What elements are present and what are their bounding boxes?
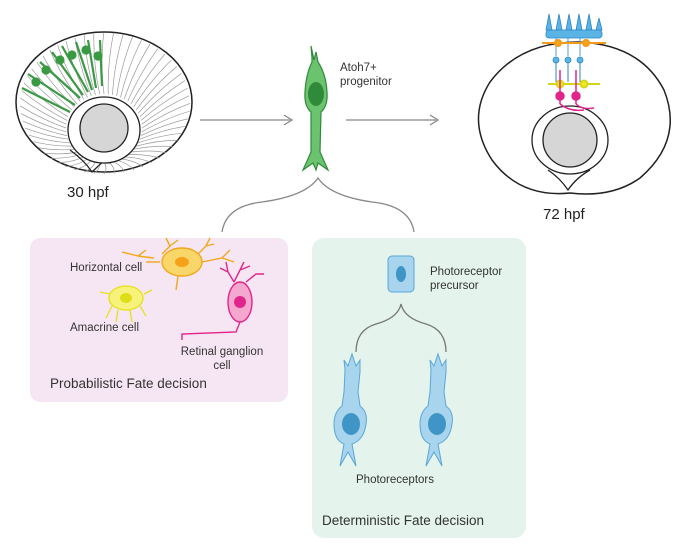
- neuroepithelium-strand: [139, 77, 190, 118]
- neuroepithelium-strand: [141, 109, 190, 133]
- photoreceptor-left: [333, 352, 367, 467]
- atoh7-progenitor-cell: [301, 45, 330, 172]
- neuroepithelium-strand: [116, 33, 135, 96]
- neuroepithelium-strand: [93, 33, 101, 95]
- neuroepithelium-strand: [20, 101, 67, 129]
- neuroepithelium-strand: [127, 45, 161, 102]
- horizontal-layer: [542, 39, 606, 47]
- neuroepithelium-strand: [140, 117, 190, 136]
- neuroepithelium-strand: [20, 93, 67, 125]
- neuroepithelium-strand: [136, 139, 181, 147]
- ganglion-cell: [181, 261, 264, 340]
- neuroepithelium-strand: [20, 109, 67, 133]
- stage-label-30hpf: 30 hpf: [67, 184, 109, 201]
- arrow-to-progenitor: [200, 114, 294, 126]
- stage-label-72hpf: 72 hpf: [543, 206, 585, 223]
- neuroepithelium-strand: [127, 154, 161, 159]
- deterministic-title: Deterministic Fate decision: [322, 513, 485, 528]
- precursor-label-line1: Photoreceptor: [430, 266, 503, 278]
- neuroepithelium-strand: [124, 156, 153, 164]
- neuroepithelium-strand: [47, 154, 81, 159]
- neuroepithelium-strand: [120, 158, 144, 168]
- neuroepithelium-strand: [120, 36, 144, 98]
- neuroepithelium-strand: [130, 150, 168, 154]
- neuroepithelium-strand: [138, 132, 186, 144]
- neuroepithelium-strand: [64, 158, 88, 168]
- arrow-to-72hpf: [346, 114, 440, 126]
- neuroepithelium-strand: [55, 40, 85, 100]
- eye-72hpf: [477, 13, 671, 195]
- deterministic-box: [312, 238, 526, 538]
- neuroepithelium-strand: [141, 93, 190, 125]
- neuroepithelium-strand: [83, 33, 96, 96]
- photoreceptor-right: [419, 352, 453, 467]
- progenitor-label-line1: Atoh7+: [340, 62, 377, 74]
- neuroepithelium-strand: [133, 56, 175, 107]
- probabilistic-title: Probabilistic Fate decision: [50, 376, 207, 391]
- neuroepithelium-strand: [73, 33, 92, 97]
- eye-30hpf: [15, 31, 193, 175]
- neuroepithelium-strand: [123, 40, 153, 100]
- neuroepithelium-strand: [107, 33, 115, 95]
- neuroepithelium-strand: [140, 85, 190, 121]
- photoreceptors-label: Photoreceptors: [356, 474, 434, 486]
- division-bracket: [355, 303, 447, 353]
- amacrine-cell: [99, 285, 153, 323]
- progenitor-label-line2: progenitor: [340, 76, 392, 88]
- ganglion-layer: [555, 70, 595, 112]
- horizontal-cell: [121, 237, 235, 291]
- neuroepithelium-strand: [139, 125, 189, 140]
- fate-bracket: [221, 176, 415, 233]
- ganglion-cell-label-line1: Retinal ganglion: [180, 346, 264, 358]
- neuroepithelium-strand: [112, 33, 125, 95]
- green-progenitor-cells: [21, 39, 104, 113]
- neuroepithelium-strand: [56, 156, 84, 164]
- neuroepithelium-strand: [133, 145, 175, 150]
- neuroepithelium-lines: [20, 33, 190, 175]
- ganglion-cell-label-line2: cell: [213, 360, 231, 372]
- horizontal-cell-label: Horizontal cell: [70, 262, 143, 274]
- neuroepithelium-strand: [137, 70, 186, 114]
- amacrine-cell-label: Amacrine cell: [70, 322, 140, 334]
- precursor-label-line2: precursor: [430, 280, 479, 292]
- probabilistic-box: [30, 238, 288, 402]
- photoreceptor-precursor: [387, 255, 415, 293]
- neuroepithelium-strand: [130, 50, 168, 105]
- neuroepithelium-strand: [47, 45, 81, 102]
- neuroepithelium-strand: [141, 101, 190, 129]
- neuroepithelium-strand: [135, 63, 181, 111]
